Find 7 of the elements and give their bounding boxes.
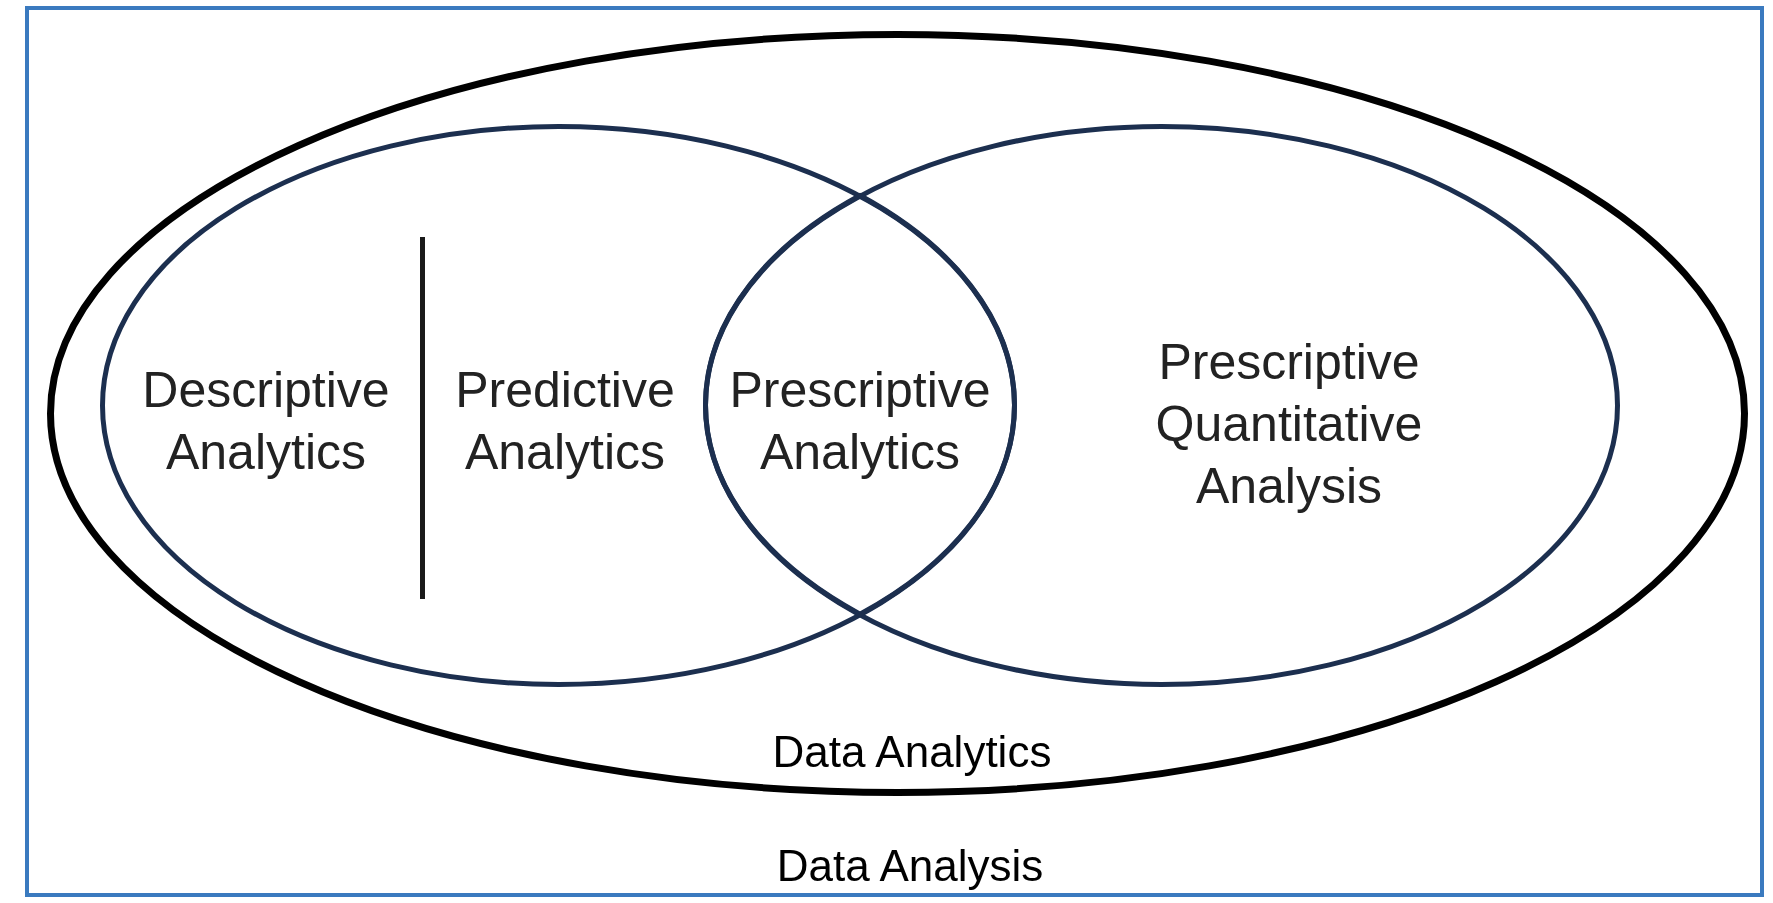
ellipse-label: Data Analytics bbox=[771, 726, 1053, 778]
outer-frame bbox=[25, 6, 1764, 897]
overlap-label: Prescriptive Analytics bbox=[728, 361, 992, 482]
ellipse-label: Prescriptive Quantitative Analysis bbox=[1154, 333, 1424, 516]
frame-label: Data Analysis bbox=[775, 840, 1045, 892]
ellipse-label: Predictive Analytics bbox=[454, 361, 676, 482]
ellipse-label: Descriptive Analytics bbox=[141, 361, 391, 482]
